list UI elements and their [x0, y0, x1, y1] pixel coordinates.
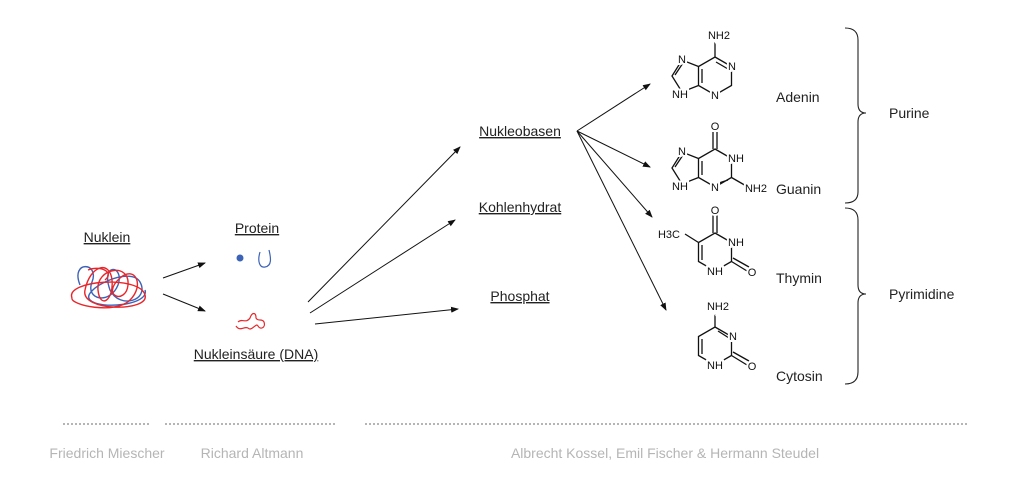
- svg-text:O: O: [711, 205, 720, 217]
- svg-text:O: O: [748, 361, 757, 373]
- label-phosphat: Phosphat: [490, 288, 549, 304]
- thymine-structure: O NH O NH H3C: [656, 203, 759, 281]
- svg-text:NH2: NH2: [708, 30, 730, 42]
- svg-text:N: N: [711, 90, 719, 102]
- cytosine-structure: NH2 N O NH: [697, 299, 759, 375]
- nuklein-tangle-icon: [71, 266, 146, 309]
- researcher-miescher: Friedrich Miescher: [49, 445, 164, 461]
- svg-text:NH: NH: [707, 360, 723, 372]
- label-protein: Protein: [235, 220, 279, 236]
- label-kohlenhydrat: Kohlenhydrat: [479, 199, 562, 215]
- svg-text:NH: NH: [728, 153, 744, 165]
- svg-text:N: N: [728, 61, 736, 73]
- svg-text:N: N: [678, 54, 686, 66]
- svg-text:NH2: NH2: [707, 301, 729, 313]
- svg-text:H3C: H3C: [658, 229, 680, 241]
- svg-text:NH: NH: [707, 266, 723, 278]
- pyrimidine-bracket: [844, 207, 867, 385]
- protein-strand-icon: [258, 249, 272, 268]
- label-cytosin: Cytosin: [776, 368, 823, 384]
- dna-squiggle-icon: [235, 312, 265, 330]
- svg-text:N: N: [711, 182, 719, 194]
- arrows: [162, 83, 667, 325]
- guanine-structure: O NH NH2 N N NH: [670, 119, 769, 197]
- label-pyrimidine: Pyrimidine: [889, 286, 955, 302]
- label-nukleobasen: Nukleobasen: [479, 123, 561, 139]
- svg-text:NH2: NH2: [745, 183, 767, 195]
- svg-text:N: N: [678, 146, 686, 158]
- protein-dot-icon: [236, 254, 244, 262]
- svg-text:NH: NH: [728, 237, 744, 249]
- label-nuklein: Nuklein: [84, 229, 131, 245]
- researcher-kossel-fischer-steudel: Albrecht Kossel, Emil Fischer & Hermann …: [511, 445, 819, 461]
- purine-bracket: [844, 27, 867, 204]
- label-purine: Purine: [889, 105, 930, 121]
- label-adenin: Adenin: [776, 89, 820, 105]
- label-thymin: Thymin: [776, 270, 822, 286]
- label-nukleinsaeure: Nukleinsäure (DNA): [194, 346, 318, 362]
- adenine-structure: NH2 N N N NH: [670, 28, 738, 104]
- researcher-altmann: Richard Altmann: [201, 445, 304, 461]
- svg-text:NH: NH: [672, 89, 688, 101]
- svg-text:O: O: [711, 121, 720, 133]
- svg-text:NH: NH: [672, 181, 688, 193]
- svg-text:N: N: [729, 331, 737, 343]
- svg-text:O: O: [748, 267, 757, 279]
- label-guanin: Guanin: [776, 181, 821, 197]
